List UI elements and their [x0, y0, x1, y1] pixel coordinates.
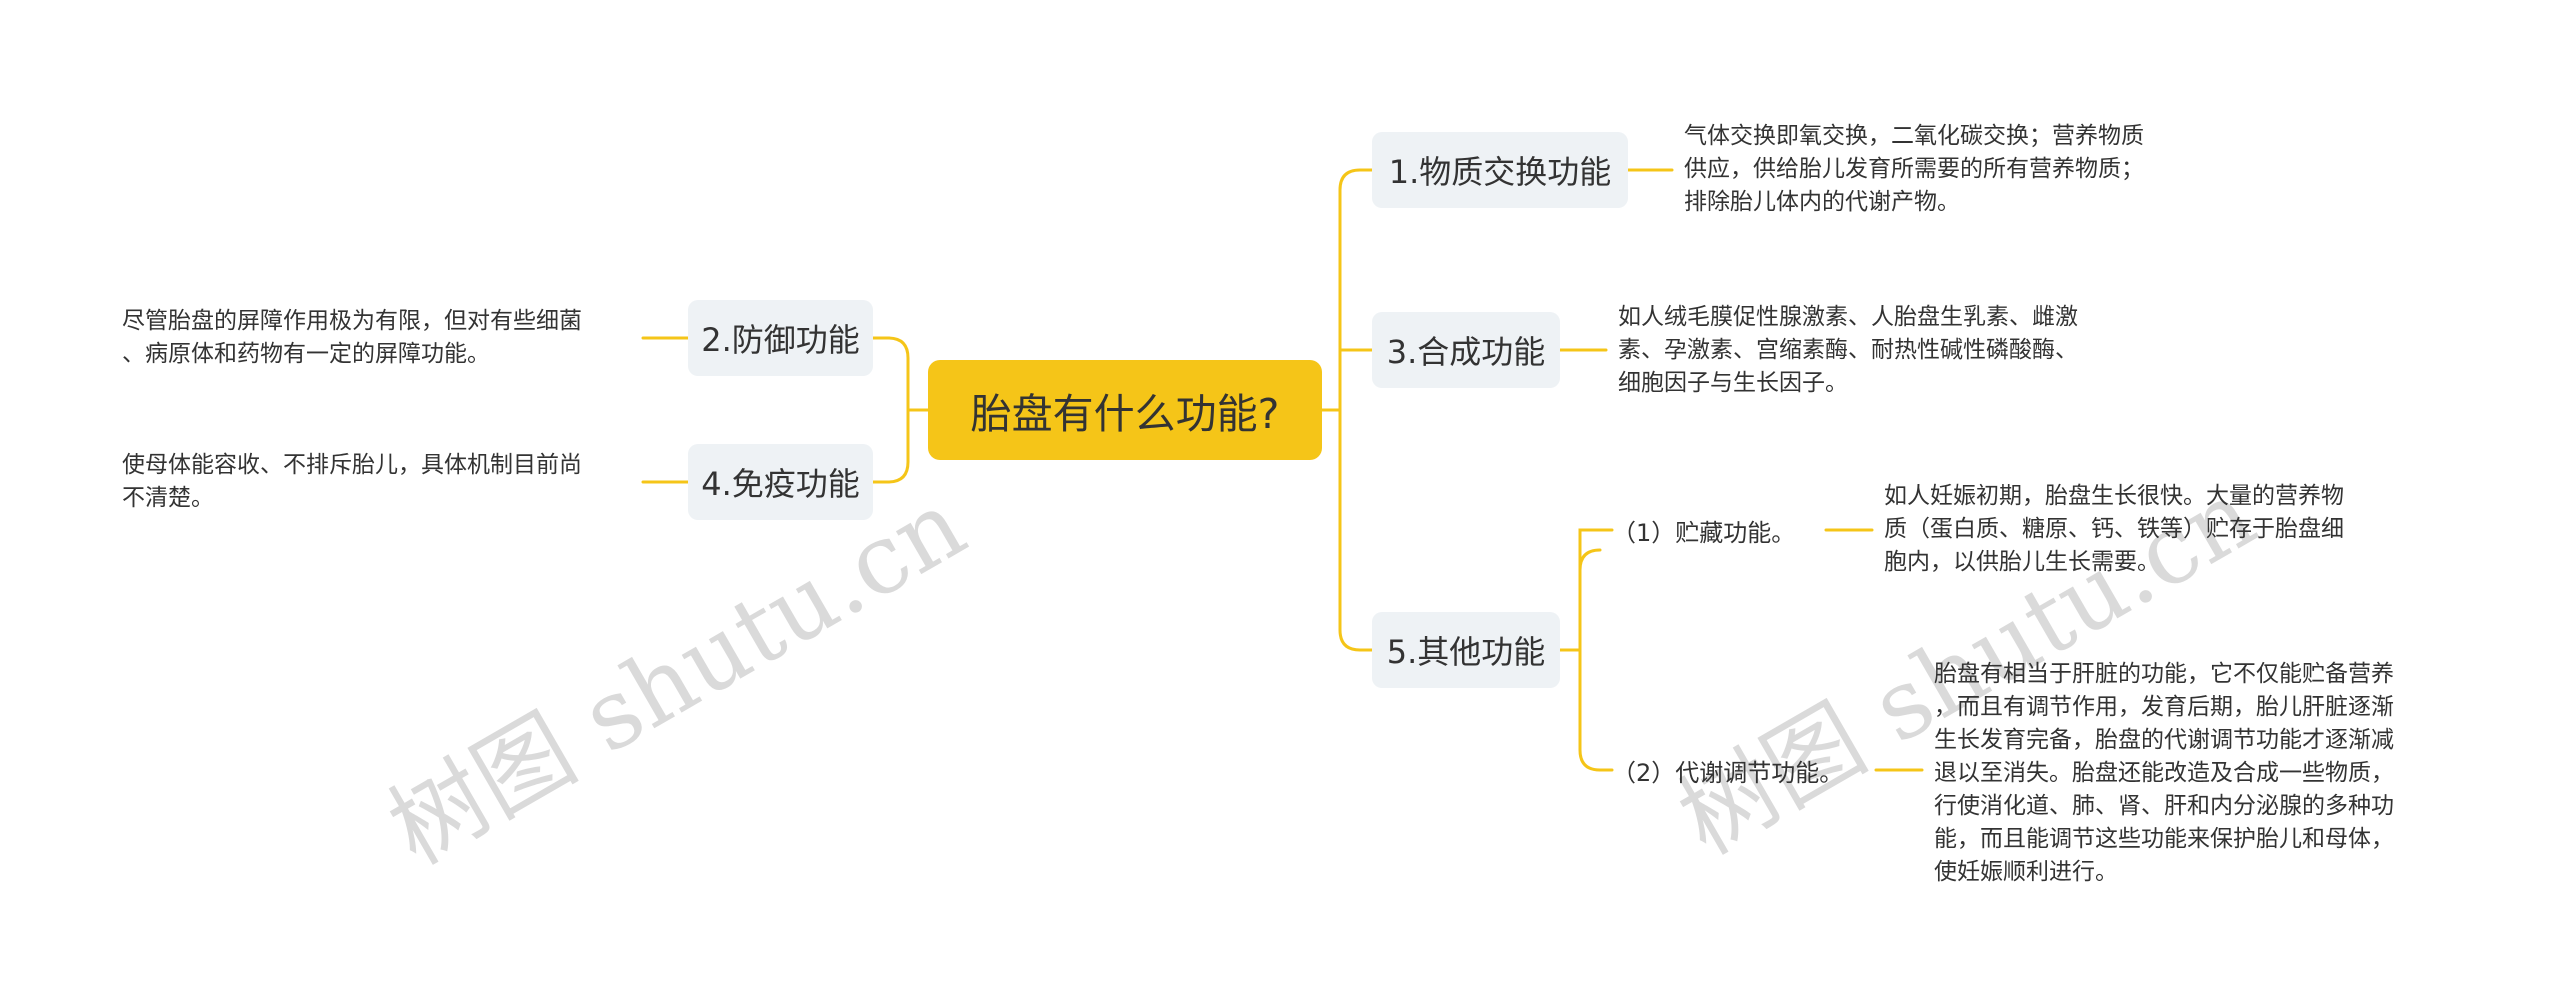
root-node[interactable]: 胎盘有什么功能? [928, 360, 1322, 460]
branch-label: 1.物质交换功能 [1388, 153, 1612, 191]
branch-node-immunity[interactable]: 4.免疫功能 [688, 444, 873, 520]
leaf-text-material-exchange: 气体交换即氧交换，二氧化碳交换；营养物质 供应，供给胎儿发育所需要的所有营养物质… [1684, 123, 2144, 215]
branch-node-defense[interactable]: 2.防御功能 [688, 300, 873, 376]
connector-right-trunk [1338, 168, 1374, 652]
branch-node-other[interactable]: 5.其他功能 [1372, 612, 1560, 688]
branch-label: 4.免疫功能 [701, 465, 860, 503]
connector-b5-trunk [1558, 528, 1614, 772]
sub-node-storage[interactable]: （1）贮藏功能。 [1612, 510, 1826, 550]
connector-left-trunk [871, 336, 910, 484]
branch-label: 2.防御功能 [701, 321, 860, 359]
branch-label: 5.其他功能 [1386, 633, 1546, 671]
root-label: 胎盘有什么功能? [970, 390, 1280, 438]
branch-node-material-exchange[interactable]: 1.物质交换功能 [1372, 132, 1628, 208]
sub-label: （2）代谢调节功能。 [1612, 758, 1844, 787]
sub-label: （1）贮藏功能。 [1612, 518, 1796, 547]
sub-node-metabolic-regulation[interactable]: （2）代谢调节功能。 [1612, 750, 1876, 790]
leaf-text-metabolic-regulation: 胎盘有相当于肝脏的功能，它不仅能贮备营养 ，而且有调节作用，发育后期，胎儿肝脏逐… [1934, 661, 2394, 885]
branch-node-synthesis[interactable]: 3.合成功能 [1372, 312, 1560, 388]
leaf-text-synthesis: 如人绒毛膜促性腺激素、人胎盘生乳素、雌激 素、孕激素、宫缩素酶、耐热性碱性磷酸酶… [1618, 304, 2078, 396]
leaf-text-defense: 尽管胎盘的屏障作用极为有限，但对有些细菌 、病原体和药物有一定的屏障功能。 [122, 308, 582, 367]
leaf-text-storage: 如人妊娠初期，胎盘生长很快。大量的营养物 质（蛋白质、糖原、钙、铁等）贮存于胎盘… [1884, 483, 2344, 575]
leaf-text-immunity: 使母体能容收、不排斥胎儿，具体机制目前尚 不清楚。 [122, 452, 582, 511]
branch-label: 3.合成功能 [1386, 333, 1546, 371]
